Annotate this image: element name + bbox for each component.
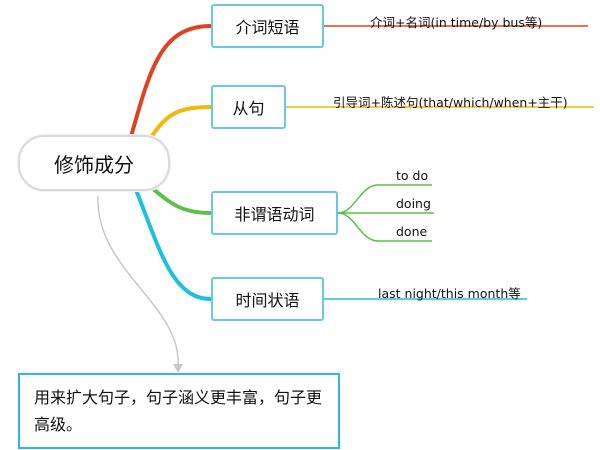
note-connector [97, 195, 179, 367]
connector-time-adverbial [134, 188, 213, 301]
detail-clause: 引导词+陈述句(that/which/when+主干) [333, 95, 568, 110]
detail-time-adverbial: last night/this month等 [378, 286, 521, 301]
topic-nonfinite-verb[interactable]: 非谓语动词 [211, 191, 338, 235]
detail-prepositional-phrase: 介词+名词(in time/by bus等) [370, 15, 543, 30]
sub-connector-done [337, 212, 432, 242]
topic-time-adverbial[interactable]: 时间状语 [211, 277, 324, 321]
connector-prepositional-phrase [128, 24, 213, 142]
subtopic-doing: doing [396, 196, 431, 211]
subtopic-to-do: to do [396, 168, 429, 183]
central-topic[interactable]: 修饰成分 [18, 135, 170, 191]
note-text: 用来扩大句子，句子涵义更丰富，句子更高级。 [34, 388, 323, 434]
topic-clause[interactable]: 从句 [211, 85, 286, 129]
topic-prepositional-phrase[interactable]: 介词短语 [211, 4, 324, 48]
note-box[interactable]: 用来扩大句子，句子涵义更丰富，句子更高级。 [18, 373, 340, 449]
note-connector-arrowhead [173, 364, 183, 373]
subtopic-done: done [396, 224, 428, 239]
sub-connector-to-do [337, 184, 432, 214]
